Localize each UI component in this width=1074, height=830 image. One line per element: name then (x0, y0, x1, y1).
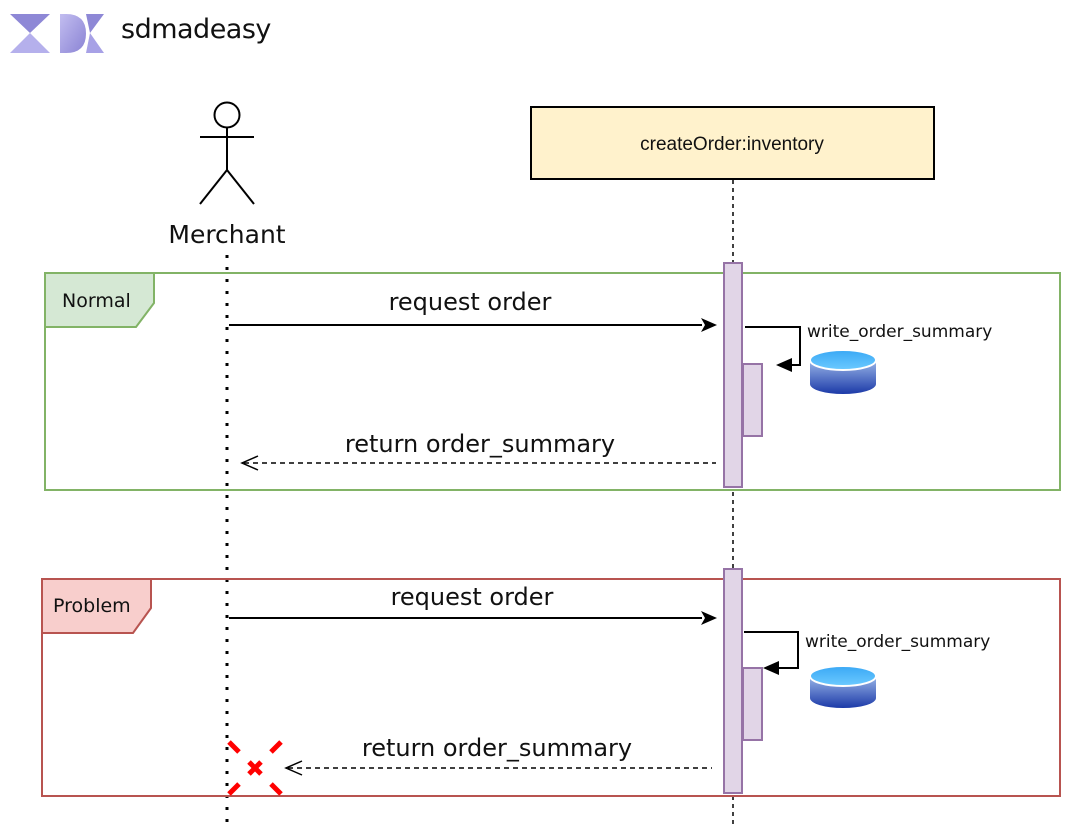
fragment-label: Normal (62, 290, 131, 312)
self-call-arrow (744, 631, 799, 669)
nested-activation-bar (742, 363, 763, 437)
object-participant[interactable]: createOrder:inventory (530, 106, 935, 180)
object-label: createOrder:inventory (640, 134, 824, 155)
self-call-label: write_order_summary (805, 632, 990, 652)
actor-label: Merchant (168, 220, 285, 249)
return-message-label: return order_summary (345, 430, 615, 458)
sdmadeasy-logo-icon (10, 14, 104, 53)
open-arrowhead-icon (240, 455, 259, 471)
fragment-normal: Normal request order write_order_summary… (44, 262, 1061, 491)
fragment-problem: Problem request order write_order_summar… (41, 568, 1061, 797)
red-x-failure-icon (227, 740, 283, 796)
arrowhead-icon (776, 358, 792, 372)
request-message-label: request order (391, 583, 554, 611)
return-message-label: return order_summary (362, 734, 632, 762)
actor-stick-figure-icon (199, 101, 255, 205)
self-call-arrow (745, 326, 801, 366)
database-icon (809, 349, 877, 394)
arrowhead-icon (701, 318, 717, 332)
nested-activation-bar (742, 667, 763, 741)
request-message-label: request order (389, 288, 552, 316)
fragment-label: Problem (53, 595, 131, 617)
arrowhead-icon (763, 661, 779, 675)
brand-name: sdmadeasy (121, 14, 271, 45)
database-icon (809, 665, 877, 708)
activation-bar (723, 568, 743, 794)
fragment-tab (41, 578, 152, 634)
open-arrowhead-icon (284, 760, 303, 776)
fragment-tab (44, 272, 155, 328)
activation-bar (723, 262, 743, 488)
self-call-label: write_order_summary (807, 322, 992, 342)
arrowhead-icon (701, 611, 717, 625)
